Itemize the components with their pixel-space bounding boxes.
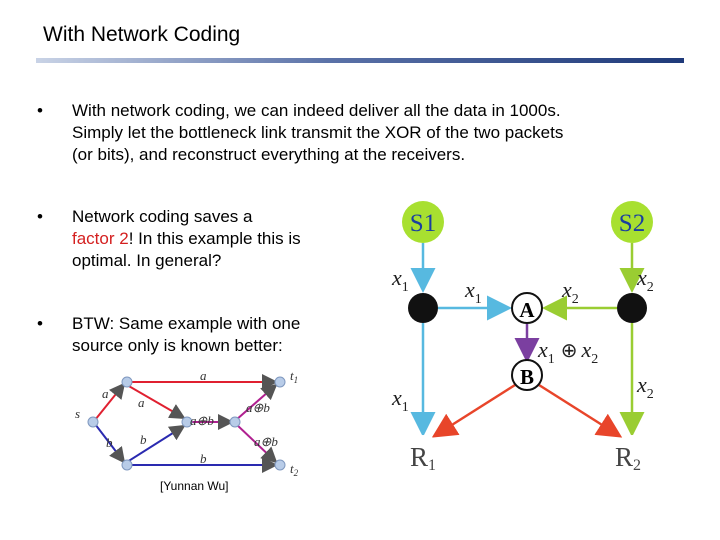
node-r1 — [402, 435, 444, 477]
edge-top-to-mid — [126, 384, 186, 420]
label-a-edge-1: a — [102, 386, 109, 401]
bullet-2: • Network coding saves a factor 2! In th… — [37, 206, 377, 276]
bullet-1-line-3: (or bits), and reconstruct everything at… — [72, 145, 466, 164]
bullet-3-text: BTW: Same example with one source only i… — [72, 313, 300, 357]
node-a-label: A — [519, 298, 535, 322]
edge-mid2-to-t2 — [235, 423, 278, 464]
node-a — [511, 292, 543, 324]
label-b-bottom: b — [200, 451, 207, 466]
node-left-relay — [408, 293, 438, 323]
bullet-3: • BTW: Same example with one source only… — [37, 313, 377, 363]
node-b-label: B — [520, 365, 534, 389]
label-x2-s2-right: x2 — [636, 265, 654, 295]
label-a-diag: a — [138, 395, 145, 410]
bullet-3-line-2: source only is known better: — [72, 336, 283, 355]
label-x1-left-r1: x1 — [391, 385, 409, 415]
edge-s-to-bottom — [94, 423, 126, 464]
label-t2: t2 — [290, 461, 299, 478]
right-edge-labels: x1 x1 x2 x2 x1⊕x2 x1 x2 — [391, 265, 654, 415]
node-r2-label: R2 — [615, 442, 641, 474]
bullet-1-text: With network coding, we can indeed deliv… — [72, 100, 563, 166]
edge-b-to-r2 — [538, 383, 623, 438]
bullet-1-line-2: Simply let the bottleneck link transmit … — [72, 123, 564, 142]
bullet-2-line-2-rest: ! In this example this is — [128, 229, 301, 248]
label-x1-left-a: x1 — [464, 277, 482, 307]
label-x2-right-r2: x2 — [636, 372, 654, 402]
butterfly-diagram-single-source: s a a a b b b t1 t2 a⊕b a⊕b a⊕b — [75, 368, 299, 478]
label-b-diag: b — [140, 432, 147, 447]
edge-mid2-to-t1 — [235, 383, 278, 421]
bullet-2-line-2: factor 2! In this example this is — [72, 228, 301, 250]
label-x1-s1-left: x1 — [391, 265, 409, 295]
bullet-symbol: • — [37, 207, 43, 226]
right-nodes: S1 S2 A B R1 R2 — [402, 201, 653, 477]
node-s2-label: S2 — [619, 210, 645, 237]
bullet-symbol: • — [37, 314, 43, 333]
label-axorb-lower: a⊕b — [254, 434, 278, 449]
edge-s-to-top — [94, 382, 126, 421]
title-rule — [36, 58, 684, 63]
bullet-symbol: • — [37, 101, 43, 120]
label-axorb-mid: a⊕b — [190, 413, 214, 428]
node-t2 — [274, 459, 286, 471]
node-b — [511, 359, 543, 391]
left-edges — [94, 374, 278, 473]
edge-b-to-r1 — [431, 383, 516, 438]
butterfly-diagram-two-sources: S1 S2 A B R1 R2 x1 x1 x2 x2 x1⊕x2 x1 x2 — [391, 201, 654, 477]
bullet-3-line-1: BTW: Same example with one — [72, 314, 301, 333]
citation: [Yunnan Wu] — [160, 479, 229, 493]
bullet-1-line-1: With network coding, we can indeed deliv… — [72, 101, 561, 120]
slide-title: With Network Coding — [43, 23, 241, 46]
label-x2-right-a: x2 — [561, 277, 579, 307]
label-b-edge-1: b — [106, 435, 113, 450]
node-r1-label: R1 — [410, 442, 436, 474]
node-r2 — [611, 435, 653, 477]
node-s2 — [611, 201, 653, 243]
bullet-2-line-3: optimal. In general? — [72, 251, 222, 270]
node-s — [87, 416, 99, 428]
node-t1 — [274, 376, 286, 388]
bullet-2-line-1: Network coding saves a — [72, 207, 253, 226]
node-top — [121, 376, 133, 388]
node-s1 — [402, 201, 444, 243]
node-s1-label: S1 — [410, 210, 436, 237]
node-bottom — [121, 459, 133, 471]
label-axorb-upper: a⊕b — [246, 400, 270, 415]
bullet-1: • With network coding, we can indeed del… — [37, 100, 697, 170]
label-s: s — [75, 406, 80, 421]
edge-bottom-to-mid — [126, 424, 186, 463]
label-a-top: a — [200, 368, 207, 383]
label-t1: t1 — [290, 368, 298, 385]
node-right-relay — [617, 293, 647, 323]
bullet-2-text: Network coding saves a factor 2! In this… — [72, 206, 301, 272]
node-mid2 — [229, 416, 241, 428]
label-x1-xor-x2: x1⊕x2 — [537, 337, 598, 367]
node-mid — [181, 416, 193, 428]
factor-2-highlight: factor 2 — [72, 229, 129, 248]
left-nodes — [87, 376, 286, 471]
right-edges — [410, 243, 645, 438]
